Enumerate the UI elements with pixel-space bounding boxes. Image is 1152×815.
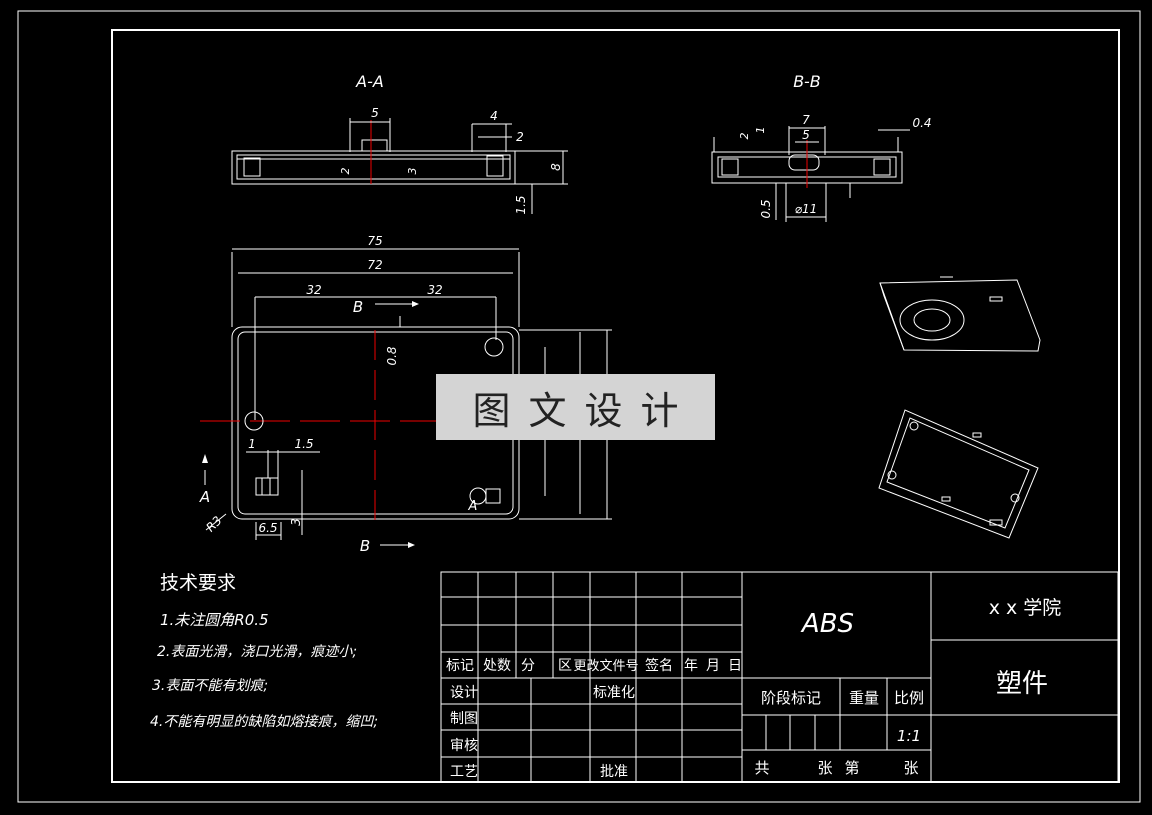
- plan-dim-75: 75: [367, 234, 382, 248]
- role-process: 工艺: [450, 764, 478, 780]
- aa-dim-1-5: 1.5: [514, 195, 528, 214]
- rev-header-year: 年: [684, 658, 698, 674]
- plan-mark-a-left: A: [199, 488, 210, 506]
- stage-mark-label: 阶段标记: [761, 689, 821, 707]
- school-name: x x 学院: [989, 597, 1062, 619]
- section-bb-label: B-B: [793, 72, 820, 91]
- sheets-unit-2: 张: [903, 759, 918, 777]
- plan-dim-3: 3: [289, 518, 303, 526]
- plan-dim-1: 1: [248, 437, 256, 451]
- aa-dim-2b: 2: [339, 168, 352, 175]
- rev-header-sign: 签名: [645, 657, 673, 674]
- watermark-text: 图文设计: [472, 388, 697, 433]
- plan-dim-32b: 32: [427, 283, 442, 297]
- bb-dim-7: 7: [802, 113, 810, 127]
- rev-header-doc: 更改文件号: [573, 659, 638, 674]
- rev-header-month: 月: [706, 658, 720, 674]
- plan-dim-6-5: 6.5: [258, 521, 277, 535]
- plan-mark-b-top: B: [353, 298, 363, 316]
- bb-dim-2: 2: [738, 133, 751, 140]
- plan-dim-r3: R3: [203, 513, 224, 534]
- material-name: ABS: [800, 609, 854, 639]
- bb-dim-1: 1: [754, 127, 767, 134]
- aa-dim-8: 8: [549, 163, 563, 171]
- rev-header-qu: 区: [558, 658, 572, 674]
- sheets-total-label: 共: [754, 759, 769, 777]
- tech-req-item-1: 1.未注圆角R0.5: [160, 611, 269, 629]
- tech-req-item-3: 3.表面不能有划痕;: [152, 678, 268, 694]
- role-standard: 标准化: [593, 685, 635, 701]
- plan-dim-72: 72: [367, 258, 382, 272]
- watermark-banner: 图文设计: [436, 374, 715, 440]
- bb-dim-0-4: 0.4: [912, 116, 931, 130]
- scale-label: 比例: [894, 689, 924, 707]
- bb-dim-0-5: 0.5: [759, 199, 773, 218]
- outer-border: [17, 10, 1141, 803]
- title-block: 标记 处数 分 区 更改文件号 签名 年 月 日 设计 标准化 制图 审核 工艺…: [440, 571, 1119, 783]
- role-review: 审核: [450, 738, 478, 754]
- plan-dim-0-8: 0.8: [385, 346, 399, 365]
- isometric-bottom-view: [878, 409, 1039, 539]
- role-draw: 制图: [450, 711, 478, 727]
- tech-req-item-2: 2.表面光滑，浇口光滑，痕迹小;: [157, 644, 357, 660]
- aa-dim-4: 4: [490, 109, 498, 123]
- section-aa-view: A-A 5 4 2 8 1.5 2 3: [231, 72, 568, 215]
- plan-mark-a-right: A: [468, 499, 478, 514]
- rev-header-mark: 标记: [446, 658, 474, 674]
- rev-header-fen: 分: [521, 658, 535, 674]
- tech-requirements: 技术要求 1.未注圆角R0.5 2.表面光滑，浇口光滑，痕迹小; 3.表面不能有…: [150, 572, 378, 730]
- rev-header-count: 处数: [483, 658, 511, 674]
- plan-mark-b-bottom: B: [360, 537, 370, 555]
- weight-label: 重量: [849, 689, 879, 707]
- scale-value: 1:1: [897, 727, 921, 745]
- plan-dim-1-5: 1.5: [294, 437, 313, 451]
- plan-dim-32a: 32: [306, 283, 321, 297]
- section-aa-label: A-A: [355, 72, 384, 91]
- bb-dim-5: 5: [802, 128, 810, 142]
- role-approve: 批准: [600, 764, 628, 780]
- section-bb-view: B-B 7 5 0.4 2 1 0.5 ⌀11: [711, 72, 932, 222]
- plan-view: 75 72 32 32 B 0.8 1 1.5 6.5: [199, 234, 612, 555]
- sheet-no-label: 第: [844, 759, 859, 777]
- part-name: 塑件: [996, 669, 1048, 699]
- sheets-unit-1: 张: [817, 759, 832, 777]
- rev-header-day: 日: [728, 658, 742, 674]
- role-design: 设计: [450, 685, 478, 701]
- tech-req-item-4: 4.不能有明显的缺陷如熔接痕，缩凹;: [150, 714, 378, 730]
- tech-req-title: 技术要求: [160, 572, 236, 594]
- isometric-top-view: [879, 276, 1041, 352]
- aa-dim-5: 5: [371, 106, 379, 120]
- aa-dim-3: 3: [406, 168, 419, 175]
- aa-dim-2: 2: [516, 130, 524, 144]
- bb-dim-dia-11: ⌀11: [795, 202, 818, 216]
